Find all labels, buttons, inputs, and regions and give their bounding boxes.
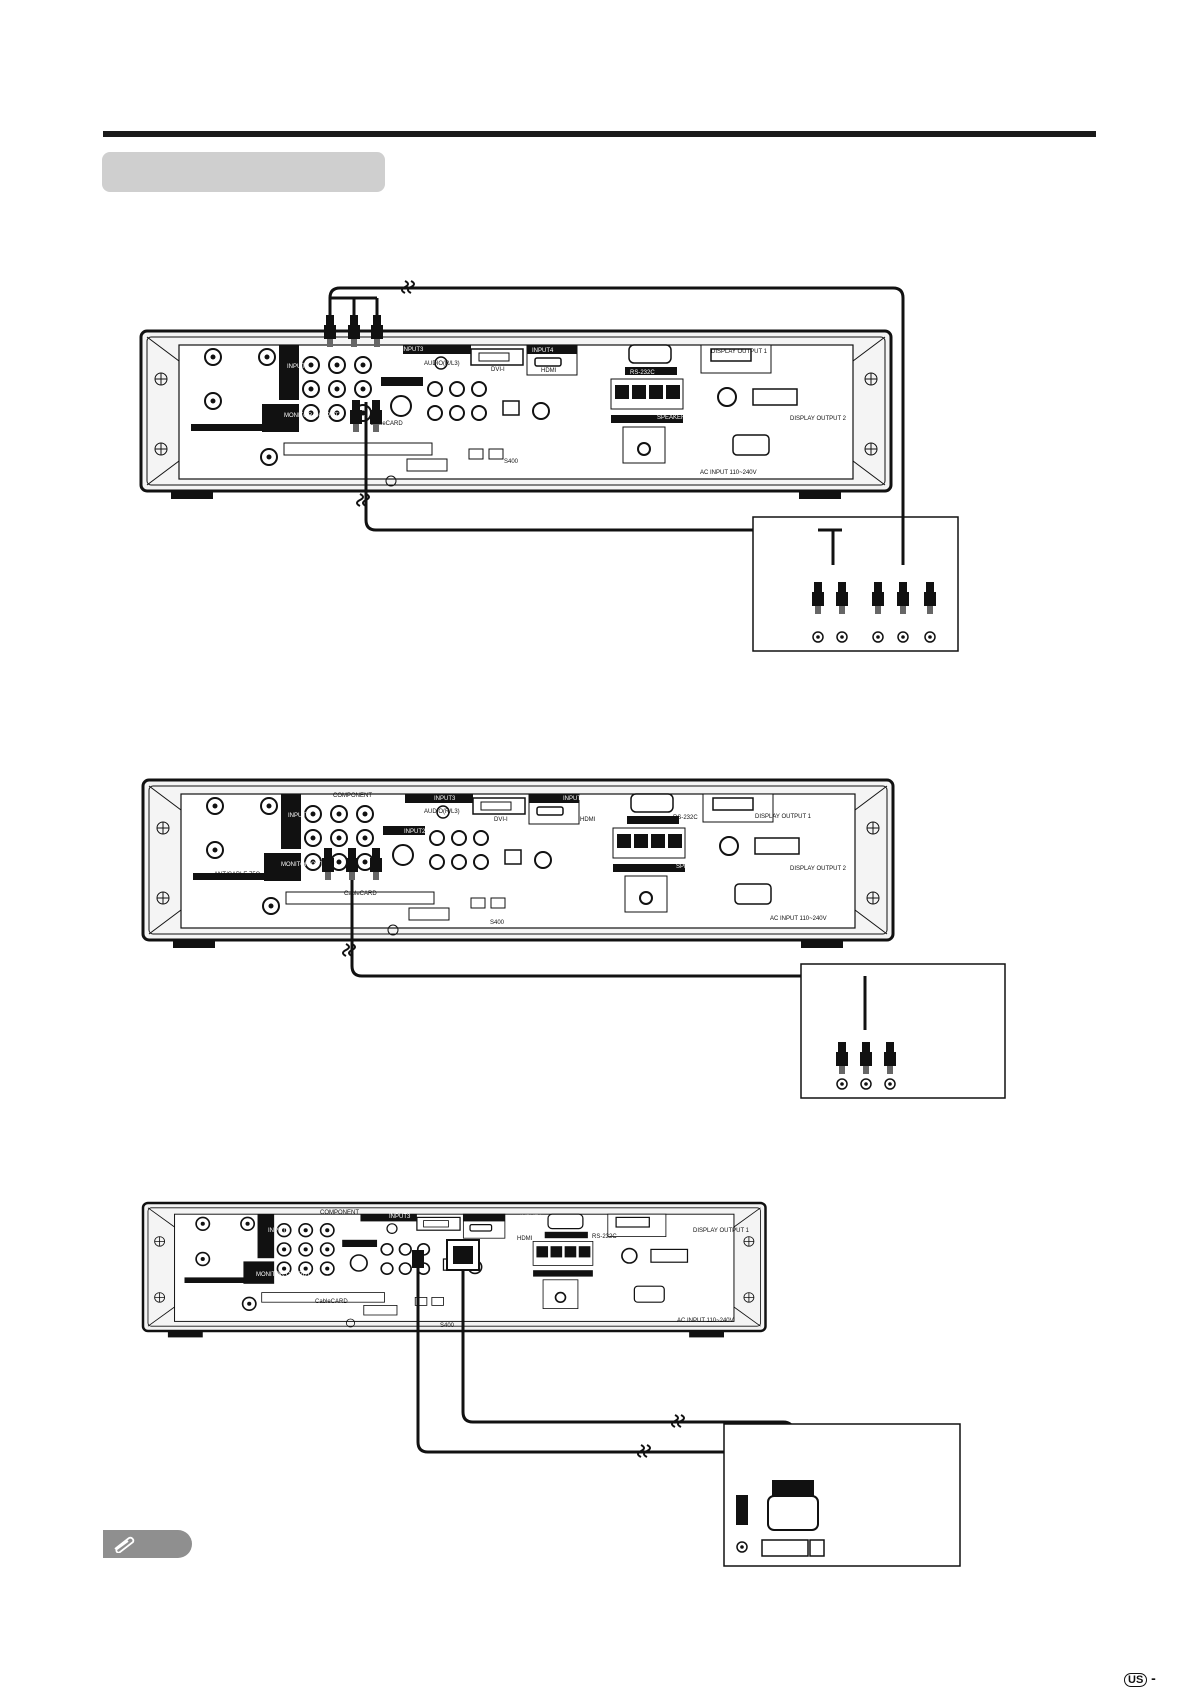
unit-rear-panel-1: INPUT1 INPUT3 AUDIO(R/L3) DVI-I INPUT4 H… xyxy=(139,329,893,501)
svg-text:RS-232C: RS-232C xyxy=(630,370,655,376)
svg-text:DISPLAY OUTPUT 2: DISPLAY OUTPUT 2 xyxy=(790,866,847,872)
svg-text:RS-232C: RS-232C xyxy=(673,815,698,821)
paperclip-icon xyxy=(114,1536,135,1553)
svg-text:ANT/CABLE 75Ω: ANT/CABLE 75Ω xyxy=(214,872,261,878)
svg-text:SPEAKER-B: SPEAKER-B xyxy=(657,415,691,421)
note-tab xyxy=(103,1530,192,1558)
external-device-1 xyxy=(752,516,959,652)
section-heading-tab xyxy=(102,152,385,192)
svg-text:SPEAKER-B: SPEAKER-B xyxy=(676,864,710,870)
svg-text:DISPLAY OUTPUT 1: DISPLAY OUTPUT 1 xyxy=(755,814,812,820)
display-output1-label: DISPLAY OUTPUT 1 xyxy=(693,1228,750,1234)
svg-text:INPUT2: INPUT2 xyxy=(404,829,426,835)
external-device-3 xyxy=(723,1423,961,1567)
monitor-output-label: MONITOR OUTPUT xyxy=(256,1272,311,1278)
svg-text:CableCARD: CableCARD xyxy=(370,421,403,427)
svg-text:INPUT3: INPUT3 xyxy=(402,347,424,353)
cablecard-label: CableCARD xyxy=(315,1299,348,1305)
ac-input-label: AC INPUT 110~240V xyxy=(677,1318,734,1324)
input4-label: INPUT4 xyxy=(520,1215,542,1221)
component-label: COMPONENT xyxy=(320,1210,359,1216)
svg-text:AUDIO(R/L3): AUDIO(R/L3) xyxy=(424,809,460,815)
svg-text:INPUT4: INPUT4 xyxy=(532,348,554,354)
svg-text:DVI-I: DVI-I xyxy=(494,817,508,823)
svg-text:DISPLAY OUTPUT 2: DISPLAY OUTPUT 2 xyxy=(790,416,847,422)
hdmi-label: HDMI xyxy=(517,1236,533,1242)
svg-text:COMPONENT: COMPONENT xyxy=(333,793,372,799)
svg-text:INPUT1: INPUT1 xyxy=(288,813,310,819)
svg-text:DVI-I: DVI-I xyxy=(491,367,505,373)
external-device-2 xyxy=(800,963,1006,1099)
svg-text:AC INPUT 110~240V: AC INPUT 110~240V xyxy=(700,470,757,476)
region-badge: US xyxy=(1124,1673,1148,1687)
svg-text:S400: S400 xyxy=(490,920,505,926)
input3-label: INPUT3 xyxy=(389,1214,411,1220)
svg-text:INPUT3: INPUT3 xyxy=(434,796,456,802)
svg-text:AUDIO(R/L3): AUDIO(R/L3) xyxy=(424,361,460,367)
page-marker: US - xyxy=(1124,1670,1156,1687)
input1-label: INPUT1 xyxy=(268,1228,290,1234)
svg-text:MONITOR OUTPUT: MONITOR OUTPUT xyxy=(281,862,336,868)
svg-text:S400: S400 xyxy=(504,459,519,465)
svg-text:INPUT1: INPUT1 xyxy=(287,364,309,370)
svg-text:INPUT4: INPUT4 xyxy=(563,796,585,802)
svg-text:AC INPUT 110~240V: AC INPUT 110~240V xyxy=(770,916,827,922)
rca-plugs-top-2 xyxy=(322,848,382,880)
unit-rear-panel-2: COMPONENT INPUT1 INPUT3 AUDIO(R/L3) INPU… xyxy=(141,778,895,950)
svg-text:HDMI: HDMI xyxy=(541,368,557,374)
mini-plug-panel xyxy=(412,1250,424,1268)
header-rule xyxy=(103,131,1096,137)
s400-label: S400 xyxy=(440,1323,455,1329)
rs232c-label: RS-232C xyxy=(592,1234,617,1240)
dvi-plug-panel xyxy=(446,1239,480,1271)
svg-text:HDMI: HDMI xyxy=(580,817,596,823)
svg-text:CableCARD: CableCARD xyxy=(344,891,377,897)
page-marker-suffix: - xyxy=(1151,1670,1156,1686)
svg-text:DISPLAY OUTPUT 1: DISPLAY OUTPUT 1 xyxy=(711,349,768,355)
svg-text:MONITOR OUTPUT: MONITOR OUTPUT xyxy=(284,413,339,419)
